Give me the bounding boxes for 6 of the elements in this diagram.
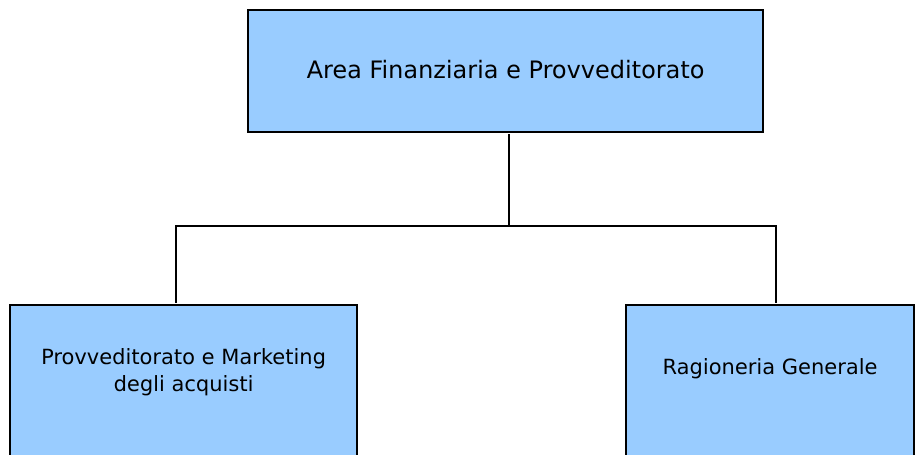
box-label: Ragioneria Generale (662, 354, 878, 381)
box-label: Provveditorato e Marketing degli acquisti (40, 344, 327, 398)
box-label: Area Finanziaria e Provveditorato (306, 55, 704, 86)
org-box (247, 9, 764, 133)
org-box (9, 304, 358, 455)
org-box (625, 304, 915, 455)
